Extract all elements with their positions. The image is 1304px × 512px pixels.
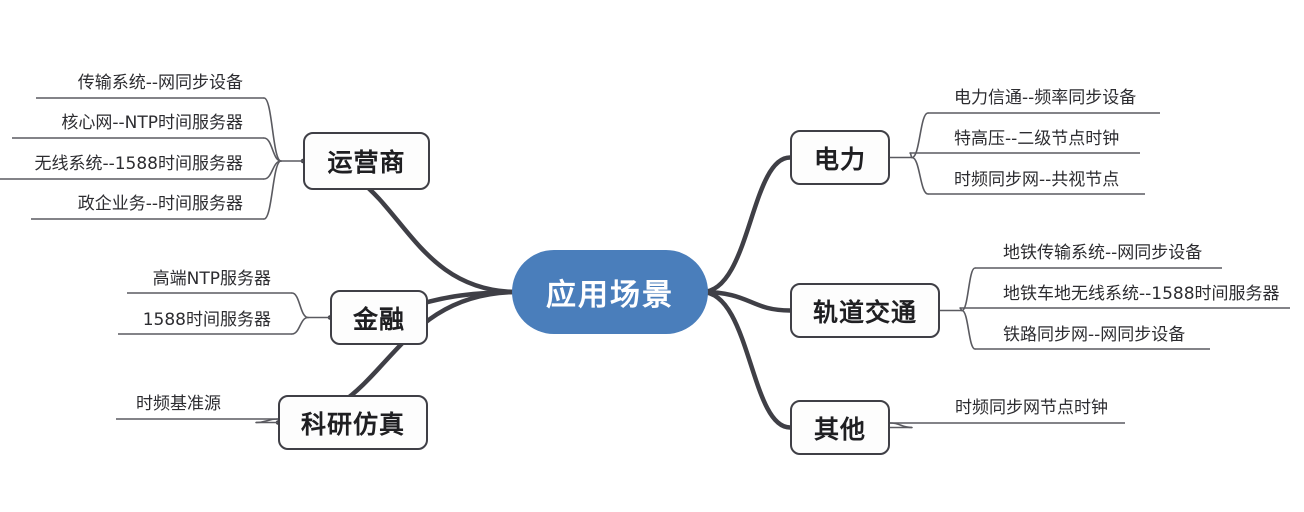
connector-path [699, 155, 793, 295]
leaf-node-1-4[interactable]: 政企业务--时间服务器 [77, 194, 243, 214]
connector-path [263, 137, 282, 162]
leaf-node-5-3[interactable]: 铁路同步网--网同步设备 [1003, 325, 1186, 345]
branch-node-label: 科研仿真 [300, 409, 405, 439]
connector-path [263, 97, 282, 162]
leaf-node-5-1[interactable]: 地铁传输系统--网同步设备 [1003, 243, 1203, 263]
leaf-node-3-1[interactable]: 时频基准源 [136, 394, 221, 414]
branch-node-label: 金融 [352, 304, 405, 334]
connector-path [909, 152, 913, 159]
connector-path [961, 267, 976, 312]
connector-path [291, 316, 309, 335]
branch-node-3[interactable]: 科研仿真 [278, 395, 428, 450]
connector-path [961, 309, 976, 350]
connector-path [255, 418, 279, 424]
leaf-node-4-3[interactable]: 时频同步网--共视节点 [954, 170, 1120, 190]
branch-node-4[interactable]: 电力 [790, 130, 890, 185]
leaf-node-6-1[interactable]: 时频同步网节点时钟 [955, 398, 1108, 418]
leaf-node-4-1[interactable]: 电力信通--频率同步设备 [954, 88, 1137, 108]
connector-path [699, 289, 793, 313]
connector-path [263, 160, 282, 220]
leaf-node-5-2[interactable]: 地铁车地无线系统--1588时间服务器 [1003, 284, 1280, 304]
connector-path [959, 307, 963, 312]
connector-path [291, 292, 309, 319]
leaf-node-1-2[interactable]: 核心网--NTP时间服务器 [61, 113, 243, 133]
leaf-node-1-1[interactable]: 传输系统--网同步设备 [77, 73, 243, 93]
connector-path [911, 112, 929, 159]
branch-node-1[interactable]: 运营商 [303, 132, 430, 190]
connector-path [889, 422, 913, 429]
leaf-node-2-2[interactable]: 1588时间服务器 [142, 310, 271, 330]
connector-path [263, 160, 282, 180]
branch-node-5[interactable]: 轨道交通 [790, 283, 940, 338]
root-node-application-scenarios[interactable]: 应用场景 [512, 250, 708, 334]
branch-node-2[interactable]: 金融 [330, 290, 428, 345]
branch-node-label: 电力 [813, 144, 866, 174]
branch-node-label: 运营商 [327, 148, 406, 177]
branch-node-6[interactable]: 其他 [790, 400, 890, 455]
connector-path [699, 289, 793, 430]
branch-node-label: 轨道交通 [812, 297, 917, 327]
branch-node-label: 其他 [813, 414, 866, 444]
connector-path [911, 156, 929, 195]
leaf-node-4-2[interactable]: 特高压--二级节点时钟 [954, 129, 1120, 149]
leaf-node-2-1[interactable]: 高端NTP服务器 [152, 269, 271, 289]
leaf-node-1-3[interactable]: 无线系统--1588时间服务器 [34, 154, 243, 174]
